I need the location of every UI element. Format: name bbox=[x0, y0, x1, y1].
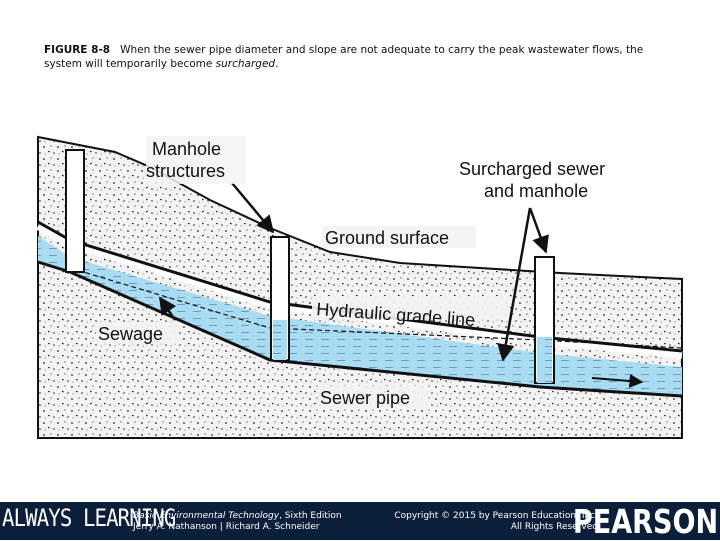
label-sewage: Sewage bbox=[98, 324, 163, 344]
surcharged-leader-arrow-1 bbox=[528, 207, 549, 254]
always-learning-logo: ALWAYS LEARNING bbox=[2, 504, 176, 532]
sewage-leader-arrow bbox=[158, 296, 177, 321]
manhole-2 bbox=[270, 236, 290, 361]
label-sewer-pipe: Sewer pipe bbox=[320, 388, 410, 408]
book-citation: Basic Environmental Technology, Sixth Ed… bbox=[133, 511, 342, 533]
caption-emphasis: surcharged bbox=[215, 58, 276, 70]
book-title: Basic Environmental Technology bbox=[133, 511, 280, 521]
manhole-leader-arrow bbox=[231, 182, 275, 234]
manhole-3-surcharged bbox=[534, 256, 555, 384]
pearson-logo: PEARSON bbox=[572, 502, 718, 541]
label-manhole-1: Manhole bbox=[152, 139, 221, 159]
caption-text: When the sewer pipe diameter and slope a… bbox=[44, 44, 644, 70]
footer: ALWAYS LEARNING Basic Environmental Tech… bbox=[0, 502, 720, 541]
book-edition: , Sixth Edition bbox=[279, 511, 342, 521]
label-manhole-2: structures bbox=[146, 161, 225, 181]
manhole-1 bbox=[65, 149, 85, 273]
book-authors: Jerry A. Nathanson | Richard A. Schneide… bbox=[133, 522, 320, 532]
label-surcharged-1: Surcharged sewer bbox=[459, 159, 605, 179]
label-surcharged-2: and manhole bbox=[484, 181, 588, 201]
label-ground-surface: Ground surface bbox=[325, 228, 449, 248]
sewer-diagram: Manhole structures Surcharged sewer and … bbox=[36, 135, 683, 439]
copyright-notice: Copyright © 2015 by Pearson Education, I… bbox=[394, 511, 598, 533]
surcharged-leader-arrow-2 bbox=[497, 207, 532, 362]
flow-arrow bbox=[591, 374, 644, 388]
copyright-text: Copyright © 2015 by Pearson Education, I… bbox=[394, 511, 598, 521]
sewage-flow bbox=[38, 236, 682, 395]
figure-label: FIGURE 8-8 bbox=[44, 44, 111, 56]
rights-text: All Rights Reserved bbox=[510, 522, 598, 532]
footer-bar bbox=[0, 502, 720, 540]
caption-end: . bbox=[275, 58, 279, 70]
figure-caption: FIGURE 8-8 When the sewer pipe diameter … bbox=[44, 43, 684, 71]
